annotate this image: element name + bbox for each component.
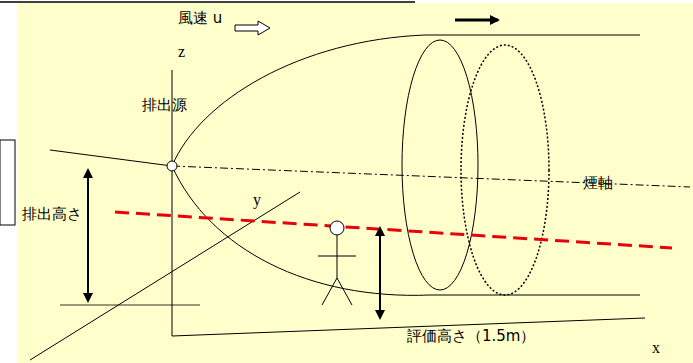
- axis-label: z: [178, 42, 185, 61]
- axis-label: y: [253, 190, 261, 209]
- emission-height-label: 排出高さ: [22, 205, 82, 223]
- source-label: 排出源: [142, 96, 187, 114]
- plume-axis-label: 煙軸: [583, 174, 613, 192]
- evaluation-height-label: 評価高さ（1.5m）: [407, 327, 535, 345]
- wind-speed-label: 風速 u: [178, 9, 222, 27]
- axis-label: x: [652, 338, 660, 357]
